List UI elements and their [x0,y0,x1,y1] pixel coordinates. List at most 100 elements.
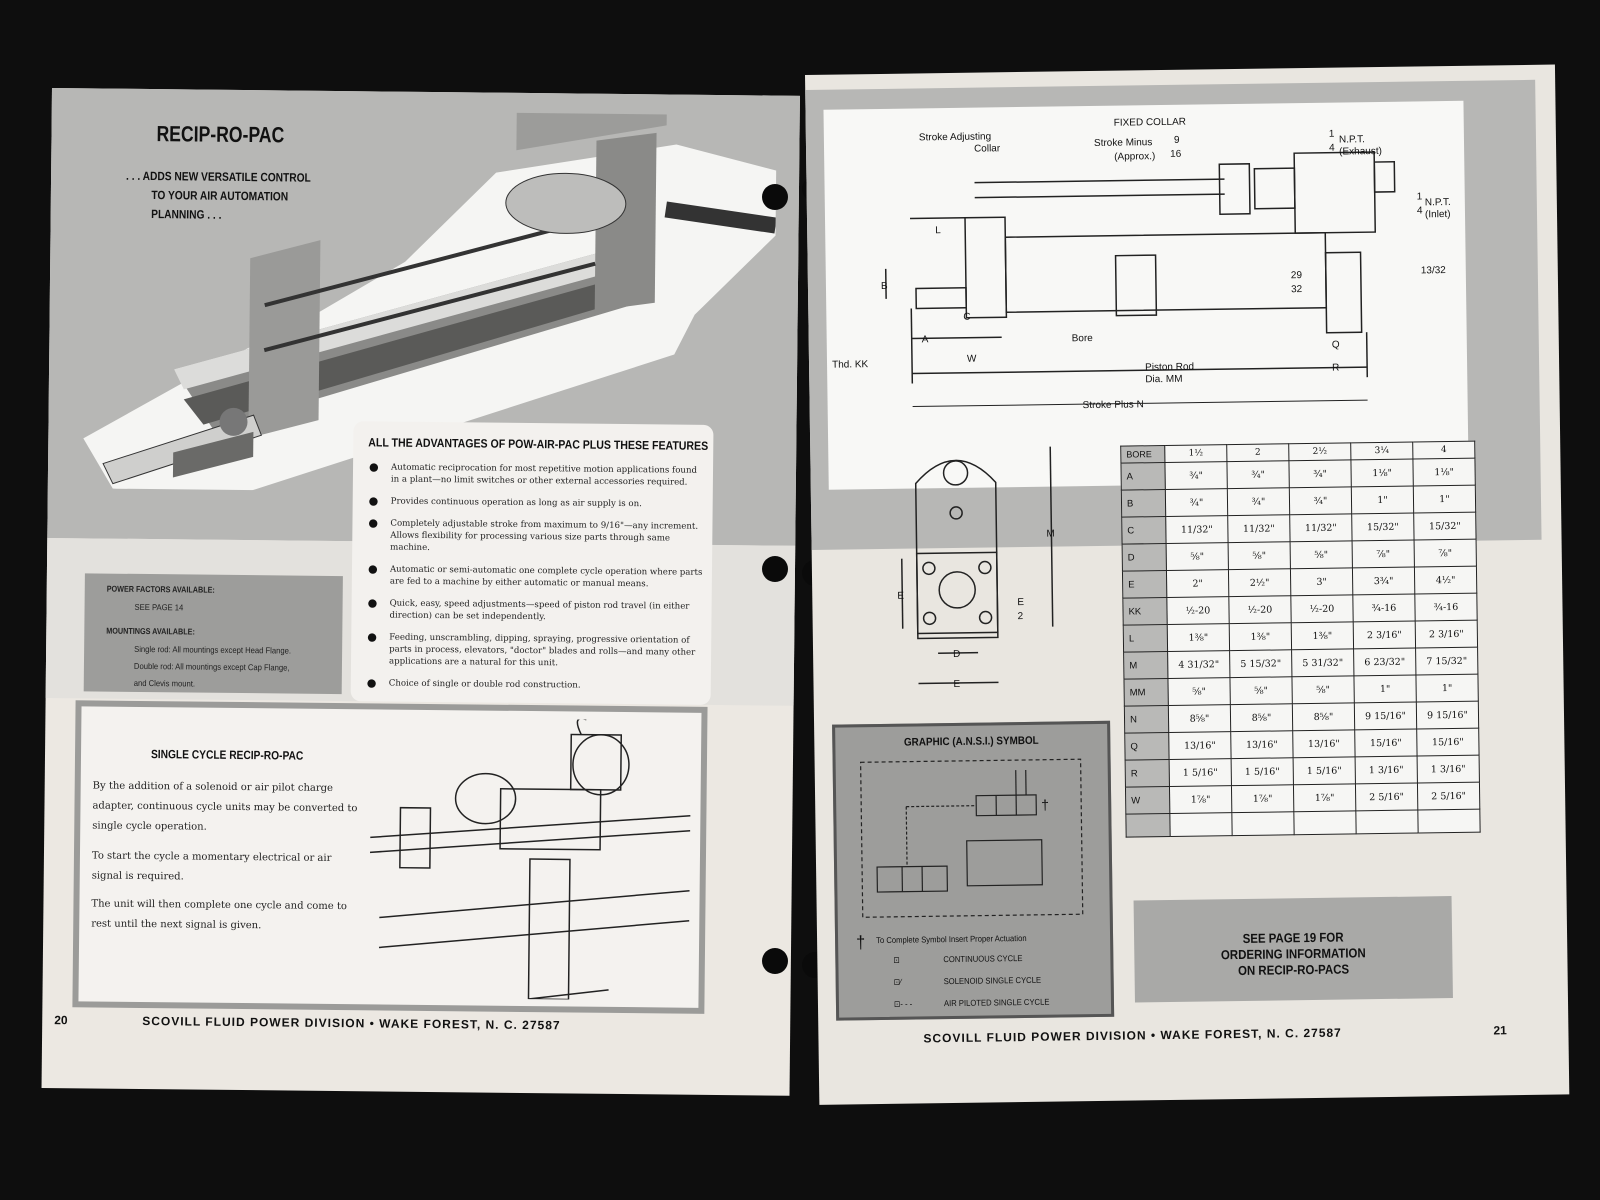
dim-E-half-numerator: E [1017,597,1024,608]
table-cell: ¾-16 [1352,594,1416,622]
dimension-drawing: FIXED COLLAR Stroke Adjusting Collar Str… [823,100,1469,490]
ordering-info-text: SEE PAGE 19 FOR ORDERING INFORMATION ON … [1153,928,1433,980]
table-cell: 4½" [1414,566,1477,595]
ordering-line: ORDERING INFORMATION [1220,945,1366,963]
feature-item: Provides continuous operation as long as… [365,495,705,511]
table-cell: 11/32" [1165,515,1229,544]
right-page: FIXED COLLAR Stroke Adjusting Collar Str… [805,64,1570,1105]
table-cell: ¾" [1164,461,1228,490]
footer: SCOVILL FLUID POWER DIVISION • WAKE FORE… [923,1025,1342,1046]
ansi-note: To Complete Symbol Insert Proper Actuati… [876,932,1027,946]
tie-rods [263,216,597,353]
row-label: B [1121,489,1166,518]
table-cell: ⅝" [1291,675,1355,704]
table-cell: ⅞" [1352,540,1415,568]
ansi-option: SOLENOID SINGLE CYCLE [943,974,1042,987]
table-cell: ⅝" [1290,540,1353,569]
table-cell: 1⅛" [1412,458,1476,487]
table-cell: ⅝" [1167,677,1231,706]
dim-W: W [967,354,977,365]
power-factors-value: SEE PAGE 14 [134,601,184,613]
table-cell: 11/32" [1289,513,1353,542]
mount-foot [172,431,254,478]
table-cell: ¾" [1227,487,1290,516]
npt-fraction-numerator: 1 [1329,129,1335,140]
inlet-label: (Inlet) [1425,209,1451,220]
features-list: Automatic reciprocation for most repetit… [363,461,705,703]
air-pilot-icon: ⊡- - - [893,998,913,1009]
table-cell: ⅝" [1229,676,1293,705]
single-cycle-box: SINGLE CYCLE RECIP-RO-PAC By the additio… [72,700,708,1014]
table-cell: 15/32" [1351,513,1415,541]
table-cell: 6 23/32" [1353,648,1416,676]
ansi-symbol-diagram: † [859,758,1084,918]
feature-item: Automatic reciprocation for most repetit… [365,461,705,489]
dim-B: B [881,281,888,292]
ansi-title: GRAPHIC (A.N.S.I.) SYMBOL [903,734,1039,749]
subtitle-line: . . . ADDS NEW VERSATILE CONTROL [126,168,311,185]
npt-fraction-numerator: 1 [1417,191,1423,202]
row-label: MM [1123,678,1169,707]
bore-label: Bore [1072,333,1094,344]
table-cell: 1⅜" [1167,623,1230,652]
cylinder-side-view: FIXED COLLAR Stroke Adjusting Collar Str… [832,117,1451,411]
page-number: 21 [1493,1023,1507,1038]
row-label: R [1125,759,1170,788]
fraction-numerator: 29 [1291,270,1303,281]
continuous-cycle-icon: ⊡ [893,954,900,965]
table-cell: 1⅛" [1350,459,1414,487]
features-box: ALL THE ADVANTAGES OF POW-AIR-PAC PLUS T… [350,421,714,705]
mountings-line: and Clevis mount. [133,677,196,689]
power-factors-title: POWER FACTORS AVAILABLE: [106,583,215,595]
table-header: 1½ [1164,444,1227,463]
npt-inlet-label: N.P.T. [1425,197,1451,208]
row-label: N [1124,705,1169,734]
solenoid-icon: ⊡⁄ [893,976,902,987]
mountings-line: Double rod: All mountings except Cap Fla… [133,660,290,673]
footer: SCOVILL FLUID POWER DIVISION • WAKE FORE… [142,1013,561,1033]
features-title: ALL THE ADVANTAGES OF POW-AIR-PAC PLUS T… [368,435,709,453]
dim-D: D [953,649,960,660]
power-factors-box: POWER FACTORS AVAILABLE: SEE PAGE 14 MOU… [83,573,343,695]
dim-13-32: 13/32 [1421,265,1447,276]
table-cell: 13/16" [1230,730,1294,759]
subtitle: . . . ADDS NEW VERSATILE CONTROL TO YOUR… [126,167,314,226]
dim-Q: Q [1332,340,1340,351]
binding-hole [762,556,788,582]
dim-C: C [963,312,970,323]
table-header: 2½ [1288,442,1351,461]
ordering-line: SEE PAGE 19 FOR [1242,929,1344,946]
dim-E-bottom: E [953,679,960,690]
stroke-adjusting-label: Stroke Adjusting [919,131,991,143]
page-title: RECIP-RO-PAC [156,121,285,148]
table-cell: ¾" [1165,488,1228,517]
single-cycle-line-drawing [369,717,691,1001]
table-cell: 1⅜" [1229,622,1292,651]
table-cell: 8⅝" [1168,704,1231,733]
table-cell: ¾" [1226,460,1290,489]
approx-label: (Approx.) [1114,151,1155,163]
table-cell: 1⅞" [1231,784,1294,813]
npt-fraction-denominator: 4 [1329,143,1335,154]
ordering-info-box: SEE PAGE 19 FOR ORDERING INFORMATION ON … [1133,896,1453,1003]
piston-rod [102,407,263,485]
table-cell: 13/16" [1292,729,1356,758]
row-label: A [1120,462,1166,491]
table-cell: 1" [1415,674,1479,703]
table-cell: 2½" [1228,568,1291,597]
table-cell: ⅞" [1414,539,1477,568]
table-cell: 2 5/16" [1355,783,1418,811]
table-cell: ¾-16 [1414,593,1478,622]
single-cycle-paragraph: To start the cycle a momentary electrica… [91,850,332,883]
table-cell: 1 5/16" [1293,756,1356,785]
table-cell: 1 3/16" [1355,756,1418,784]
table-cell: ¾" [1289,486,1352,515]
table-cell: ½-20 [1228,595,1292,624]
row-label: L [1123,624,1168,653]
exhaust-label: (Exhaust) [1339,146,1382,158]
table-header: BORE [1120,445,1165,464]
table-cell: 13/16" [1168,731,1232,760]
thread-kk-label: Thd. KK [832,359,869,371]
ansi-option: CONTINUOUS CYCLE [943,953,1023,965]
table-cell: 1" [1353,675,1417,703]
